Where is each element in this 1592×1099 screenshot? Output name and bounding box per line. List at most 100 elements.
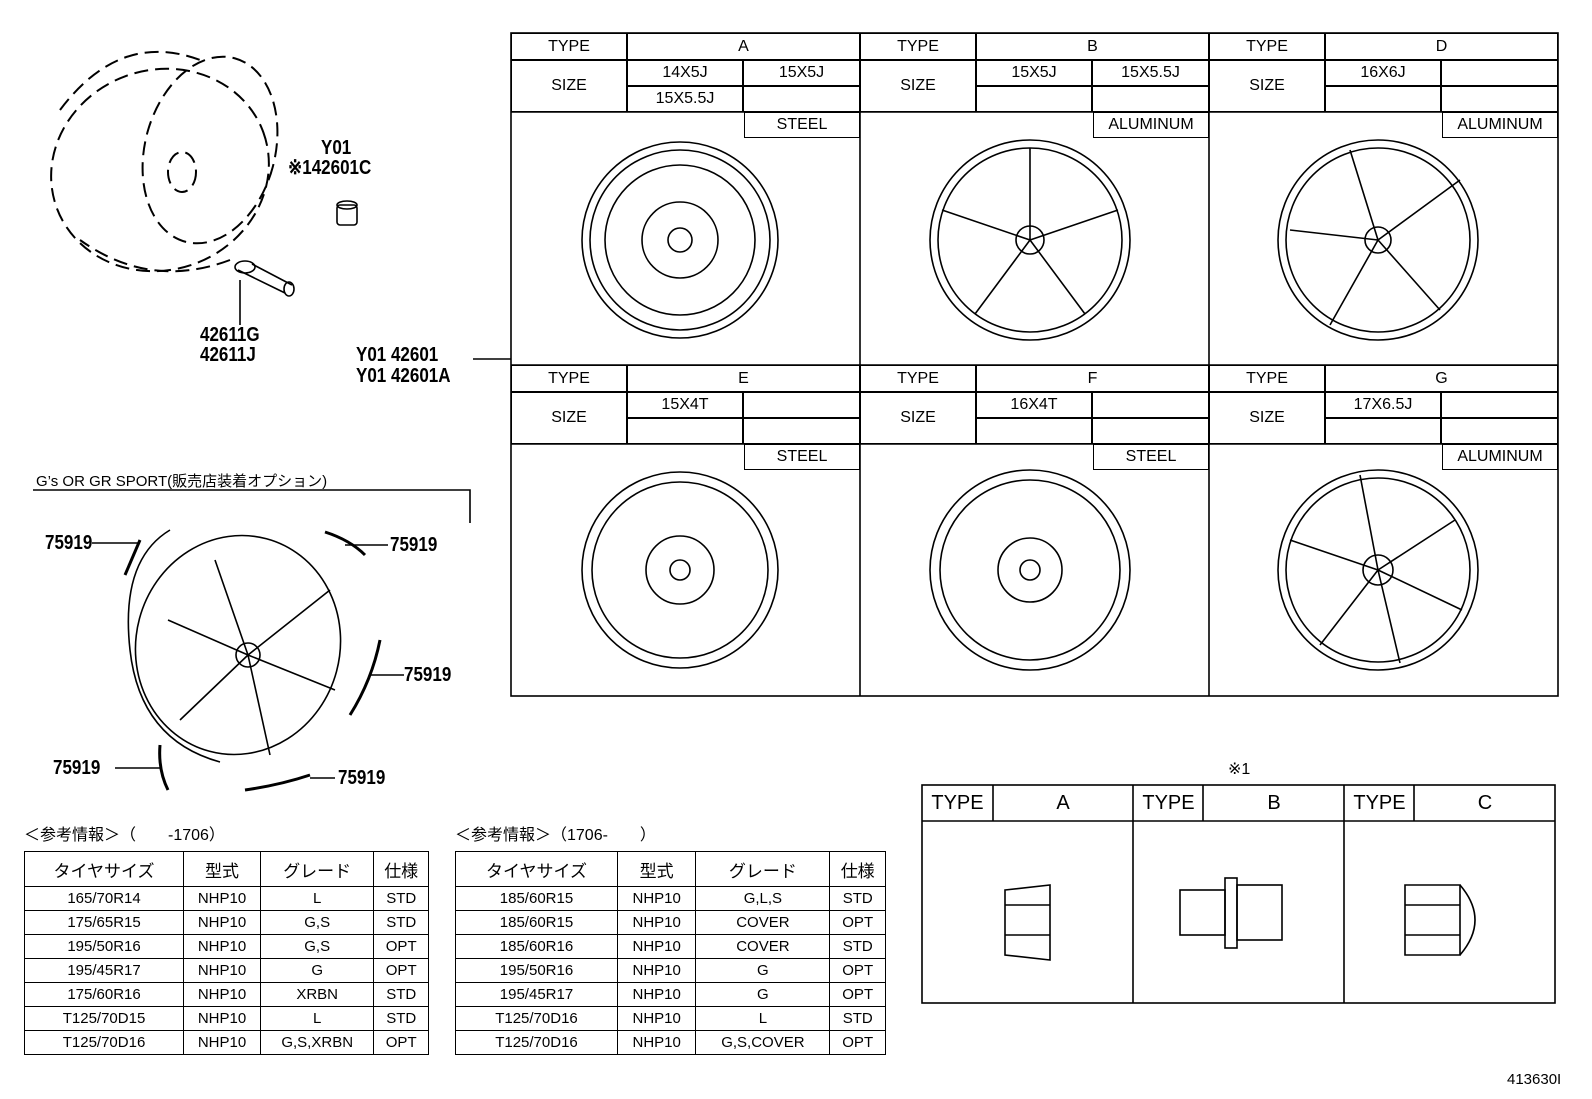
table-cell: 175/65R15 — [23, 910, 185, 935]
table-cell: XRBN — [260, 982, 375, 1007]
wheel-size-d-0: 16X6J — [1325, 60, 1441, 86]
garnish-label-5: 75919 — [338, 767, 386, 789]
table-cell: G,S — [260, 910, 375, 935]
table-cell: G,L,S — [695, 886, 831, 911]
nut-type-label: TYPE — [1353, 791, 1406, 814]
wheel-g-drawing — [1277, 469, 1479, 671]
ref-table-2-title: ＜参考情報＞（1706- ） — [455, 827, 656, 844]
wheel-size-f-3 — [1092, 418, 1209, 444]
table-cell: G,S,XRBN — [260, 1030, 375, 1055]
size-label: SIZE — [511, 392, 627, 444]
table-cell: G,S — [260, 934, 375, 959]
nut-type-a: A — [1056, 791, 1070, 814]
type-label: TYPE — [860, 365, 976, 392]
table-cell: STD — [373, 910, 429, 935]
ref-table-header: タイヤサイズ — [23, 851, 185, 887]
table-cell: T125/70D16 — [455, 1030, 618, 1055]
nut-table-lines — [921, 784, 1556, 1004]
garnish-label-4: 75919 — [53, 757, 101, 779]
table-cell: STD — [829, 1006, 886, 1031]
table-cell: OPT — [829, 982, 886, 1007]
ref-table-header: 仕様 — [373, 851, 429, 887]
wheel-size-e-0: 15X4T — [627, 392, 743, 418]
table-cell: L — [260, 886, 375, 911]
nut-a-drawing — [1004, 884, 1051, 961]
table-cell: STD — [829, 886, 886, 911]
tire-drawing — [50, 50, 279, 273]
wheel-size-f-1 — [1092, 392, 1209, 418]
table-cell: 175/60R16 — [23, 982, 185, 1007]
size-label: SIZE — [511, 60, 627, 112]
wheel-size-f-0: 16X4T — [976, 392, 1092, 418]
ref-table-header: グレード — [695, 851, 831, 887]
table-cell: NHP10 — [183, 934, 262, 959]
table-cell: OPT — [829, 1030, 886, 1055]
nut-code-label: Y01 — [321, 137, 352, 159]
table-cell: NHP10 — [183, 958, 262, 983]
wheel-size-a-3 — [743, 86, 860, 112]
table-cell: NHP10 — [183, 1030, 262, 1055]
table-cell: OPT — [829, 910, 886, 935]
table-cell: G — [695, 982, 831, 1007]
wheel-size-g-1 — [1441, 392, 1558, 418]
type-label: TYPE — [1209, 33, 1325, 60]
wheel-material-g: ALUMINUM — [1442, 444, 1558, 470]
wheel-size-g-0: 17X6.5J — [1325, 392, 1441, 418]
table-cell: 195/50R16 — [455, 958, 618, 983]
wheel-part-label-2: Y01 42601A — [356, 365, 451, 387]
table-cell: 195/45R17 — [455, 982, 618, 1007]
wheel-size-d-1 — [1441, 60, 1558, 86]
wheel-part-label-1: Y01 42601 — [356, 344, 439, 366]
wheel-size-a-0: 14X5J — [627, 60, 743, 86]
figure-id: 413630I — [1507, 1071, 1562, 1088]
table-cell: T125/70D16 — [23, 1030, 185, 1055]
wheel-material-d: ALUMINUM — [1442, 112, 1558, 138]
table-cell: OPT — [373, 958, 429, 983]
table-cell: NHP10 — [183, 982, 262, 1007]
size-label: SIZE — [1209, 392, 1325, 444]
nut-b-drawing — [1179, 877, 1283, 949]
table-cell: NHP10 — [616, 1006, 697, 1031]
wheel-a-drawing — [581, 141, 779, 339]
wheel-e-drawing — [581, 471, 779, 669]
valve-part-label-2: 42611J — [200, 344, 256, 366]
table-cell: COVER — [695, 934, 831, 959]
table-cell: NHP10 — [616, 886, 697, 911]
table-cell: NHP10 — [616, 910, 697, 935]
wheel-type-d: D — [1325, 33, 1558, 60]
nut-note: ※1 — [1228, 761, 1251, 778]
table-cell: G — [260, 958, 375, 983]
wheel-material-e: STEEL — [744, 444, 860, 470]
table-cell: NHP10 — [616, 982, 697, 1007]
size-label: SIZE — [860, 392, 976, 444]
nut-type-b: B — [1267, 791, 1281, 814]
table-cell: T125/70D15 — [23, 1006, 185, 1031]
nut-type-label: TYPE — [1142, 791, 1195, 814]
ref-table-header: タイヤサイズ — [455, 851, 618, 887]
wheel-size-d-2 — [1325, 86, 1441, 112]
wheel-size-b-0: 15X5J — [976, 60, 1092, 86]
table-cell: STD — [373, 982, 429, 1007]
table-cell: G — [695, 958, 831, 983]
type-label: TYPE — [860, 33, 976, 60]
nut-part-label: ※142601C — [288, 157, 372, 179]
size-label: SIZE — [1209, 60, 1325, 112]
table-cell: L — [260, 1006, 375, 1031]
ref-table-header: 型式 — [183, 851, 262, 887]
wheel-size-b-2 — [976, 86, 1092, 112]
type-label: TYPE — [1209, 365, 1325, 392]
table-cell: L — [695, 1006, 831, 1031]
wheel-size-g-2 — [1325, 418, 1441, 444]
